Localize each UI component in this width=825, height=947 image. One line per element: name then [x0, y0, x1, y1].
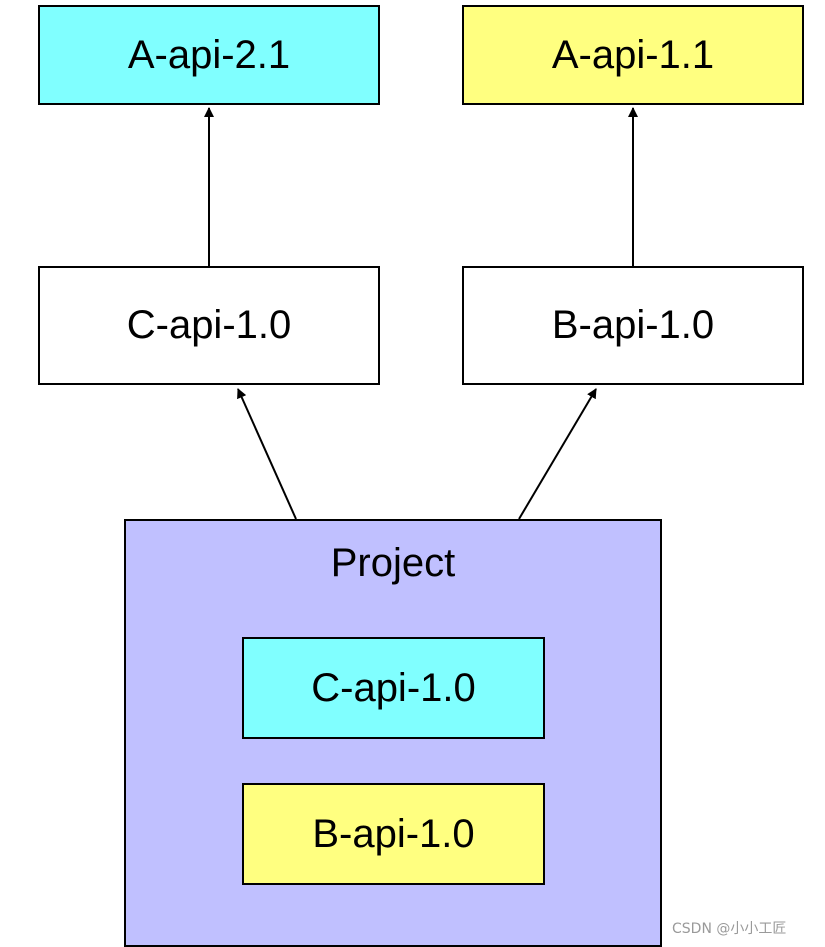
- node-a-api-1-1-label: A-api-1.1: [551, 32, 715, 77]
- project-dependency-b-api-label: B-api-1.0: [312, 811, 475, 856]
- watermark-text: CSDN @小小工匠: [672, 921, 787, 937]
- node-a-api-1-1: A-api-1.1: [462, 5, 804, 105]
- arrow-project-to-c: [237, 388, 297, 520]
- node-c-api-1-0-label: C-api-1.0: [126, 303, 292, 347]
- arrow-project-to-b: [518, 388, 597, 520]
- project-dependency-c-api-label: C-api-1.0: [311, 665, 476, 710]
- project-dependency-b-api: B-api-1.0: [242, 783, 545, 885]
- node-a-api-2-1-label: A-api-2.1: [127, 32, 291, 77]
- project-title: Project: [330, 541, 456, 585]
- node-b-api-1-0: B-api-1.0: [462, 266, 804, 385]
- node-c-api-1-0: C-api-1.0: [38, 266, 380, 385]
- project-dependency-c-api: C-api-1.0: [242, 637, 545, 739]
- node-b-api-1-0-label: B-api-1.0: [551, 303, 715, 347]
- node-a-api-2-1: A-api-2.1: [38, 5, 380, 105]
